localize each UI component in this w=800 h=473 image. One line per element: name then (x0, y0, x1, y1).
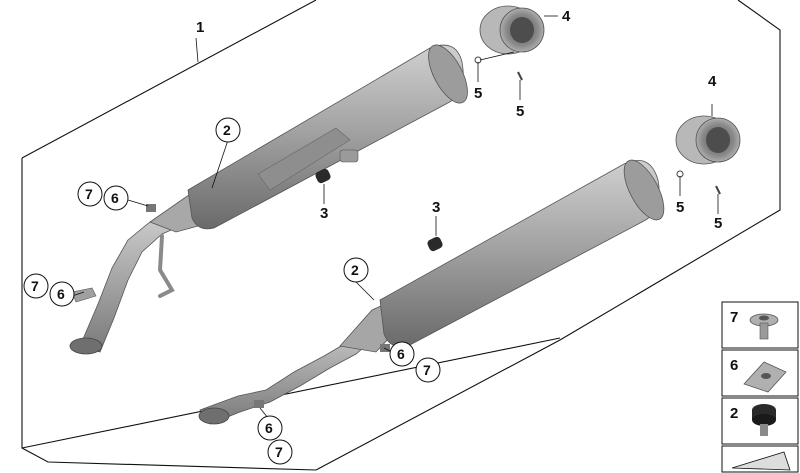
upper-bushing (315, 168, 331, 184)
lower-bushing (427, 236, 443, 252)
callout-lower-bracket: 2 (351, 262, 359, 278)
lower-muffler-end (623, 159, 665, 221)
callout-front-clamp-nut: 6 (57, 286, 65, 302)
legend-number: 7 (730, 309, 738, 326)
callout-circle (389, 341, 415, 367)
upper-tip-screw (517, 71, 523, 81)
callout-upper-tip-screw: 5 (516, 103, 524, 120)
callout-upper-bracket: 2 (223, 122, 231, 138)
callout-circle (415, 357, 441, 383)
upper-clamp (146, 204, 156, 212)
callout-circle (257, 415, 283, 441)
callout-circle (267, 439, 293, 465)
lower-frame-line (21, 337, 561, 449)
upper-tailpipe-tip (479, 5, 545, 55)
upper-pipe-inlet (69, 337, 103, 355)
callout-circle (215, 117, 241, 143)
parts-legend: 7 6 2 (721, 301, 799, 473)
callout-lower-tip-clip: 5 (676, 199, 684, 216)
callouts: 1 2 2 3 3 4 4 5 5 5 5 7 6 7 6 6 7 6 7 (23, 8, 722, 465)
upper-muffler-end (428, 44, 468, 104)
lower-tip-screw (715, 185, 721, 195)
callout-lower-tip-screw: 5 (714, 215, 722, 232)
callout-upper-clamp-nut: 6 (111, 190, 119, 206)
upper-sensor-stub (71, 287, 97, 303)
screw-icon (749, 313, 779, 340)
lower-tailpipe-tip (675, 115, 741, 165)
callout-upper-bushing: 3 (320, 205, 328, 222)
lower-muffler-body (379, 160, 660, 348)
callout-lower-front-nut: 6 (265, 420, 273, 436)
upper-exhaust (69, 44, 468, 355)
callout-assembly: 1 (196, 19, 204, 36)
callout-front-clamp-bolt: 7 (31, 278, 39, 294)
callout-lower-front-bolt: 7 (275, 444, 283, 460)
callout-circle (49, 281, 75, 307)
callout-lower-mid-bolt: 7 (423, 362, 431, 378)
wedge-icon (731, 451, 791, 471)
clip-nut-icon (743, 361, 787, 393)
frame-top-line (21, 0, 317, 159)
upper-muffler-heatshield (257, 127, 351, 191)
legend-number: 6 (730, 357, 738, 374)
callout-circle (343, 257, 369, 283)
lower-exhaust (198, 159, 665, 425)
upper-frame-line (21, 158, 317, 471)
lower-front-clamp (254, 400, 264, 408)
callout-lower-mid-nut: 6 (397, 346, 405, 362)
lower-pipe-inlet (198, 407, 230, 425)
callout-upper-clamp-bolt: 7 (85, 186, 93, 202)
callout-lower-tip: 4 (708, 73, 717, 90)
upper-hanger-rod (157, 234, 175, 298)
assembly-frame (21, 0, 781, 471)
callout-upper-tip: 4 (562, 8, 571, 25)
callout-upper-tip-clip: 5 (474, 85, 482, 102)
upper-hanger-bracket (339, 149, 359, 163)
legend-number: 2 (730, 405, 738, 422)
rubber-buffer-icon (752, 404, 776, 436)
callout-lower-bushing: 3 (432, 199, 440, 216)
callout-circle (77, 181, 103, 207)
frame-right-line (315, 0, 781, 471)
lower-mid-clamp (380, 344, 390, 352)
callout-circle (103, 185, 129, 211)
callout-circle (23, 273, 49, 299)
